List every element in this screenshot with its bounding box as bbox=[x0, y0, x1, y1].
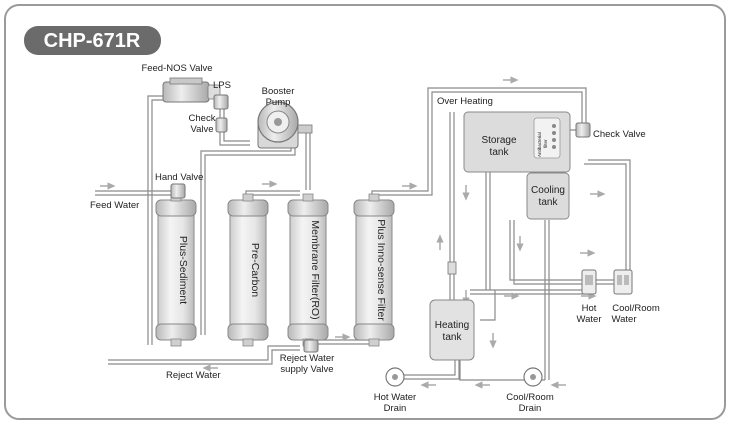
label-hand-valve: Hand Valve bbox=[155, 172, 203, 183]
label-lps: LPS bbox=[213, 80, 231, 91]
filter-label-pre-carbon: Pre-Carbon bbox=[249, 243, 261, 297]
pipe-hot-drain bbox=[400, 360, 460, 380]
label-cool-room-water-1: Cool/Room bbox=[612, 303, 660, 314]
filter-label-plus-sediment: Plus-Sediment bbox=[177, 236, 189, 304]
label-cool-room-water-2: Water bbox=[612, 314, 637, 325]
label-cool-room-drain-1: Cool/Room bbox=[506, 392, 554, 403]
label-reject-supply-1: Reject Water bbox=[280, 353, 335, 364]
model-title: CHP-671R bbox=[44, 30, 141, 52]
label-storage-tank-2: tank bbox=[490, 147, 510, 158]
pipe-pump-to-membrane bbox=[305, 130, 311, 190]
filter-plus-inno-sense-filter: Plus Inno-sense Filter bbox=[353, 193, 395, 347]
label-feed-water: Feed Water bbox=[90, 200, 139, 211]
label-reject-water: Reject Water bbox=[166, 370, 221, 381]
label-hot-water-drain-1: Hot Water bbox=[374, 392, 416, 403]
label-cooling-tank-1: Cooling bbox=[531, 185, 565, 196]
over-heating-sensor bbox=[447, 261, 457, 275]
cool-room-water-tap bbox=[613, 269, 633, 295]
check-valve-left bbox=[215, 117, 228, 133]
filter-label-plus-inno-sense-filter: Plus Inno-sense Filter bbox=[375, 219, 387, 321]
check-valve-right bbox=[575, 122, 591, 138]
label-check-valve-left-1: Check bbox=[189, 113, 216, 124]
pipe-hot-water-line bbox=[470, 289, 590, 295]
label-heating-tank-2: tank bbox=[443, 332, 463, 343]
pipe-cool-drain bbox=[544, 220, 550, 380]
pipe-sediment-to-feed-valve bbox=[147, 95, 168, 345]
lps-valve bbox=[213, 94, 229, 110]
heating-tank bbox=[429, 299, 475, 361]
label-over-heating: Over Heating bbox=[437, 96, 493, 107]
label-heating-tank-1: Heating bbox=[435, 320, 469, 331]
pipe-pump-to-precarbon bbox=[200, 148, 296, 335]
filter-cartridges: Plus-Sediment Pre-Carbon Membrane Filter(R… bbox=[155, 193, 395, 347]
filter-plus-sediment: Plus-Sediment bbox=[155, 193, 197, 347]
cool-room-drain bbox=[523, 367, 543, 387]
filter-pre-carbon: Pre-Carbon bbox=[227, 193, 269, 347]
storage-tank bbox=[463, 111, 571, 173]
label-booster-2: Pump bbox=[266, 97, 291, 108]
cooling-tank bbox=[526, 172, 570, 220]
label-cool-room-drain-2: Drain bbox=[519, 403, 542, 414]
label-hot-water-1: Hot bbox=[582, 303, 597, 314]
label-check-valve-left-2: Valve bbox=[190, 124, 213, 135]
label-check-valve-right: Check Valve bbox=[593, 129, 646, 140]
booster-pump bbox=[257, 101, 313, 149]
label-antibacterial-2: filter bbox=[543, 139, 548, 148]
pipe-storage-down bbox=[485, 165, 491, 290]
label-feed-nos-valve: Feed-NOS Valve bbox=[141, 63, 212, 74]
filter-label-membrane-filter-ro: Membrane Filter(RO) bbox=[309, 220, 321, 319]
filter-membrane-filter-ro: Membrane Filter(RO) bbox=[287, 193, 329, 347]
label-hot-water-2: Water bbox=[577, 314, 602, 325]
hot-water-tap bbox=[581, 269, 597, 295]
label-antibacterial-1: Antibacterial bbox=[537, 132, 542, 157]
pipe-heating-up bbox=[480, 290, 496, 321]
label-storage-tank-1: Storage bbox=[481, 135, 516, 146]
hot-water-drain bbox=[385, 367, 405, 387]
label-reject-supply-2: supply Valve bbox=[280, 364, 333, 375]
label-booster-1: Booster bbox=[262, 86, 295, 97]
pipe-reject-water bbox=[108, 345, 300, 365]
title-badge: CHP-671R bbox=[24, 26, 161, 55]
reject-water-supply-valve bbox=[303, 339, 319, 353]
label-hot-water-drain-2: Drain bbox=[384, 403, 407, 414]
label-cooling-tank-2: tank bbox=[539, 197, 559, 208]
pipe-to-pump bbox=[219, 130, 250, 146]
hand-valve bbox=[170, 183, 186, 199]
pipe-heating-bottom bbox=[459, 360, 545, 381]
